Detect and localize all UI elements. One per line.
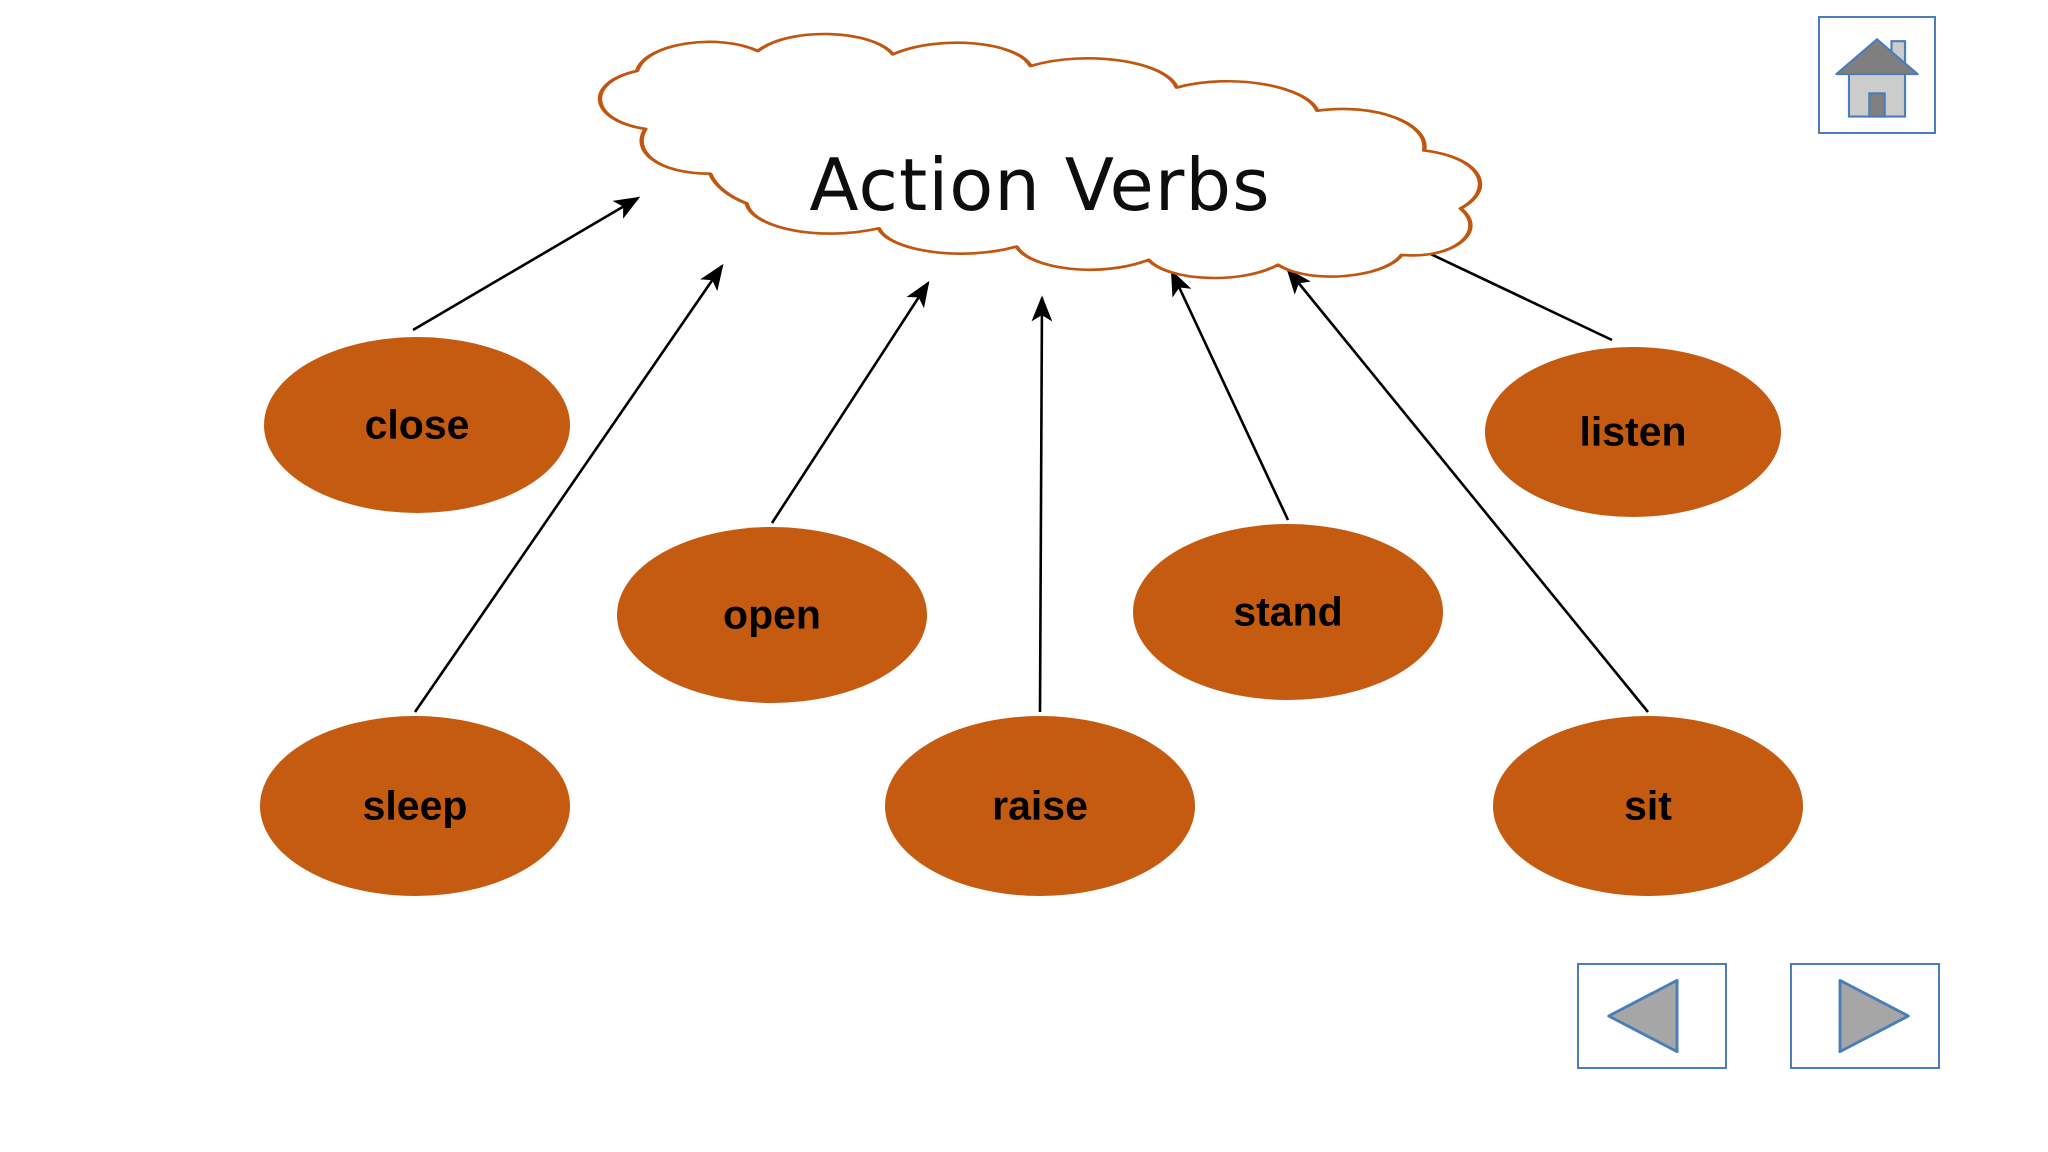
verb-ellipse-stand[interactable]	[1133, 524, 1443, 700]
connector-arrow-sleep	[413, 263, 724, 713]
connector-arrow-sit	[1286, 267, 1650, 713]
triangle-right-icon	[1838, 978, 1910, 1054]
connector-arrow-open	[770, 280, 930, 524]
arrow-layer	[412, 196, 1650, 713]
node-layer	[260, 337, 1803, 896]
cloud-outline	[597, 32, 1483, 280]
next-button[interactable]	[1790, 963, 1940, 1069]
home-icon	[1835, 38, 1919, 118]
verb-ellipse-open[interactable]	[617, 527, 927, 703]
connector-arrow-close	[412, 196, 641, 332]
verb-ellipse-sit[interactable]	[1493, 716, 1803, 896]
verb-ellipse-sleep[interactable]	[260, 716, 570, 896]
verb-ellipse-listen[interactable]	[1485, 347, 1781, 517]
previous-button[interactable]	[1577, 963, 1727, 1069]
verb-ellipse-raise[interactable]	[885, 716, 1195, 896]
verb-ellipse-close[interactable]	[264, 337, 570, 513]
cloud-shape	[597, 32, 1483, 280]
connector-arrow-raise	[1031, 295, 1053, 713]
home-button[interactable]	[1818, 16, 1936, 134]
triangle-left-icon	[1607, 978, 1679, 1054]
connector-arrow-stand	[1170, 269, 1290, 521]
